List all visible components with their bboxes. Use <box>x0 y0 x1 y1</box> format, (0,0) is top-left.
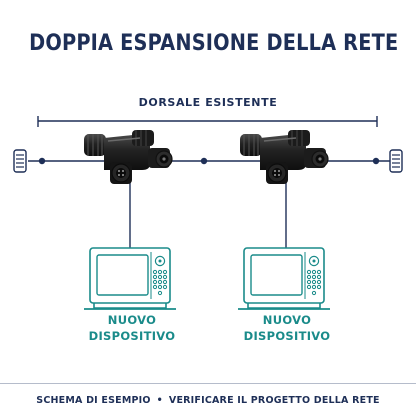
footer-separator: • <box>156 395 163 406</box>
device-2-label-line1: NUOVO <box>262 313 312 327</box>
footer-left-text: SCHEMA DI ESEMPIO <box>36 395 151 406</box>
page-title: DOPPIA ESPANSIONE DELLA RETE <box>29 30 399 56</box>
device-1-icon <box>83 247 177 310</box>
backbone-node <box>200 157 208 165</box>
footer-text: SCHEMA DI ESEMPIO • VERIFICARE IL PROGETTO… <box>0 395 416 406</box>
backbone-label: DORSALE ESISTENTE <box>138 96 278 109</box>
footer: SCHEMA DI ESEMPIO • VERIFICARE IL PROGETTO… <box>0 383 416 417</box>
device-2-label-line2: DISPOSITIVO <box>243 329 331 343</box>
device-2-label: NUOVO DISPOSITIVO <box>227 312 347 344</box>
device-1-label-line1: NUOVO <box>107 313 157 327</box>
backbone-nodes <box>38 157 380 165</box>
terminator-right-icon <box>389 149 403 173</box>
t-connector-1-icon <box>83 129 173 185</box>
backbone-node <box>38 157 46 165</box>
t-connector-2-icon <box>239 129 329 185</box>
terminator-left-icon <box>13 149 27 173</box>
device-2-icon <box>237 247 331 310</box>
footer-right-text: VERIFICARE IL PROGETTO DELLA RETE <box>168 395 380 406</box>
device-1-label: NUOVO DISPOSITIVO <box>72 312 192 344</box>
backbone-node <box>372 157 380 165</box>
backbone-span-bracket <box>37 116 378 127</box>
device-1-label-line2: DISPOSITIVO <box>88 329 176 343</box>
